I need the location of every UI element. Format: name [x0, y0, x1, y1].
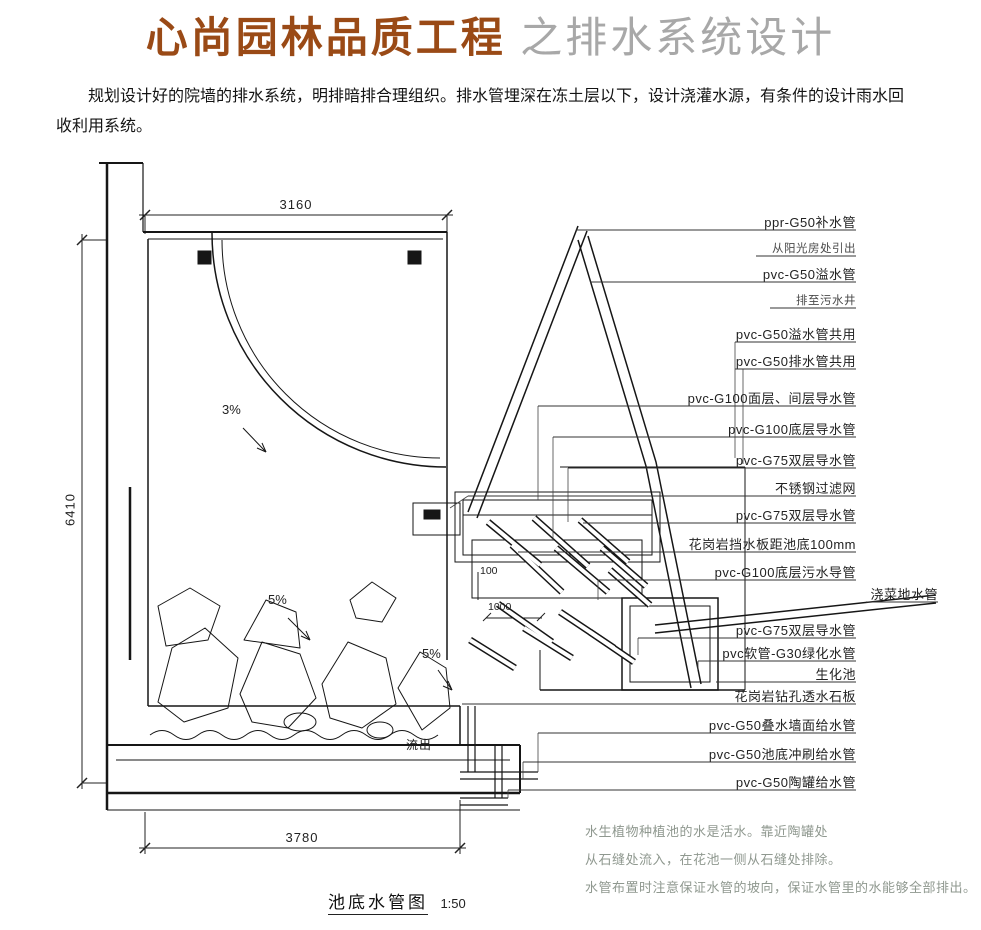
dimension-top: 3160	[279, 197, 313, 212]
slope-label-5pct-b: 5%	[422, 646, 441, 661]
note-line-2: 从石缝处流入，在花池一侧从石缝处排除。	[585, 852, 842, 867]
pipe-label-soft-g30-greening: pvc软管-G30绿化水管	[722, 646, 856, 661]
label-bio-tank: 生化池	[815, 667, 856, 682]
pipe-label-drain-shared: pvc-G50排水管共用	[735, 354, 856, 369]
flow-out-label: 流出	[406, 738, 433, 752]
pipe-label-waterfall-supply: pvc-G50叠水墙面给水管	[708, 718, 856, 733]
pipe-note-from-sunroom: 从阳光房处引出	[772, 243, 856, 255]
note-line-1: 水生植物种植池的水是活水。靠近陶罐处	[585, 824, 829, 839]
caption-scale: 1:50	[440, 896, 466, 911]
pipe-label-g75-double-2: pvc-G75双层导水管	[735, 508, 856, 523]
rock-fill	[149, 581, 451, 740]
label-granite-baffle: 花岗岩挡水板距池底100mm	[688, 537, 856, 552]
pipe-label-makeup-water: ppr-G50补水管	[764, 215, 856, 230]
buried-pipes	[460, 706, 538, 806]
title-sub: 之排水系统设计	[520, 14, 836, 61]
long-pipes	[467, 225, 937, 689]
note-line-3: 水管布置时注意保证水管的坡向，保证水管里的水能够全部排出。	[585, 880, 977, 895]
pool-structure	[99, 162, 521, 811]
pipe-label-bottom-flush-supply: pvc-G50池底冲刷给水管	[708, 747, 856, 762]
label-stainless-filter: 不锈钢过滤网	[774, 481, 856, 496]
dimension-inner-1000: 1000	[488, 601, 512, 613]
leader-lines	[462, 229, 938, 791]
slope-arrows	[242, 427, 453, 691]
intro-paragraph: 规划设计好的院墙的排水系统，明排暗排合理组织。排水管埋深在冻土层以下，设计浇灌水…	[56, 88, 905, 135]
page-title: 心尚园林品质工程 之排水系统设计	[0, 4, 981, 65]
pipe-label-vegetable-irrigation: 浇菜地水管	[870, 587, 938, 602]
pipe-label-clay-pot-supply: pvc-G50陶罐给水管	[735, 775, 856, 790]
slope-label-3pct: 3%	[222, 402, 241, 417]
dimension-lines	[76, 209, 546, 854]
pipe-label-overflow-shared: pvc-G50溢水管共用	[735, 327, 856, 342]
pipe-label-g75-double-1: pvc-G75双层导水管	[735, 453, 856, 468]
dimension-left: 6410	[62, 493, 78, 526]
title-main: 心尚园林品质工程	[145, 14, 506, 61]
caption-title: 池底水管图	[328, 893, 428, 915]
dimension-inner-100: 100	[480, 565, 498, 577]
slope-label-5pct-a: 5%	[268, 592, 287, 607]
pipe-note-to-sewage-well: 排至污水井	[796, 295, 856, 307]
pipe-label-g75-double-3: pvc-G75双层导水管	[735, 623, 856, 638]
pipe-label-overflow: pvc-G50溢水管	[762, 267, 856, 282]
dimension-bottom: 3780	[285, 830, 319, 845]
pipe-label-g100-sewage: pvc-G100底层污水导管	[714, 565, 856, 580]
label-granite-perforated-slab: 花岗岩钻孔透水石板	[734, 689, 856, 704]
drawing-caption: 池底水管图 1:50	[328, 888, 466, 915]
pipe-label-g100-bottom: pvc-G100底层导水管	[728, 422, 856, 437]
leader-connectors	[449, 342, 744, 798]
notes-block: 水生植物种植池的水是活水。靠近陶罐处 从石缝处流入，在花池一侧从石缝处排除。 水…	[585, 818, 977, 902]
pipe-label-g100-surface-mid: pvc-G100面层、间层导水管	[687, 391, 856, 406]
